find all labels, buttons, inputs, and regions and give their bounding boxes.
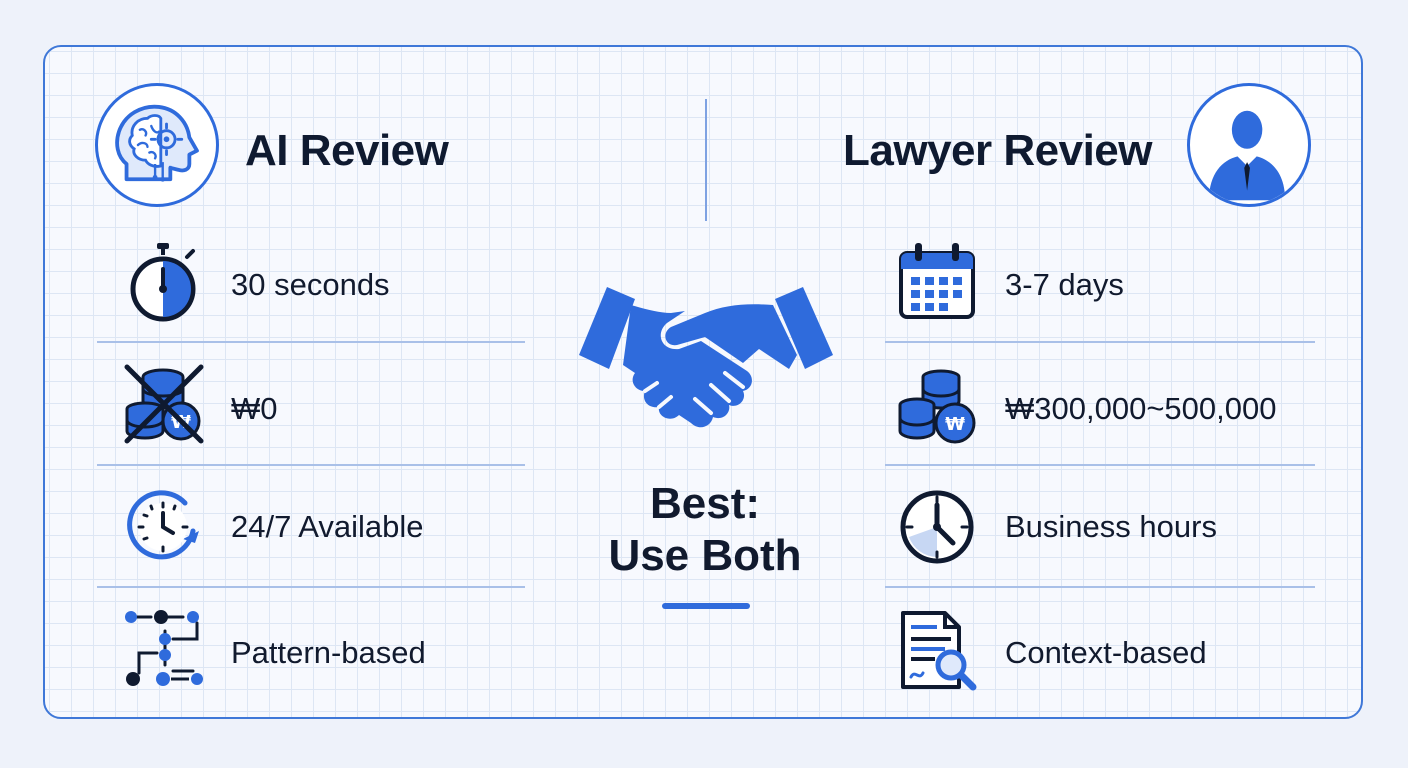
lawyer-availability-text: Business hours <box>1005 509 1217 544</box>
lawyer-row-divider-3 <box>885 586 1315 588</box>
lawyer-time-text: 3-7 days <box>1005 267 1124 302</box>
lawyer-row-divider-2 <box>885 464 1315 466</box>
header-divider <box>705 99 707 221</box>
crossed-coins-icon: ₩ <box>121 361 205 445</box>
lawyer-method-text: Context-based <box>1005 635 1207 670</box>
document-search-icon <box>895 607 979 691</box>
pattern-nodes-icon <box>121 607 205 691</box>
clock-icon <box>895 483 979 567</box>
comparison-card: AI Review Lawyer Review 30 seconds <box>43 45 1363 719</box>
ai-row-divider-1 <box>97 341 525 343</box>
handshake-icon <box>575 283 837 453</box>
ai-time-text: 30 seconds <box>231 267 390 302</box>
lawyer-row-divider-1 <box>885 341 1315 343</box>
coins-won-icon: ₩ <box>895 363 979 447</box>
ai-cost-text: ₩0 <box>231 391 278 426</box>
ai-review-title: AI Review <box>245 126 449 175</box>
clock-refresh-icon <box>121 483 205 567</box>
svg-text:₩: ₩ <box>945 414 965 435</box>
ai-method-text: Pattern-based <box>231 635 426 670</box>
ai-availability-text: 24/7 Available <box>231 509 424 544</box>
ai-row-divider-2 <box>97 464 525 466</box>
center-use-both-label: Use Both <box>608 531 802 580</box>
ai-row-divider-3 <box>97 586 525 588</box>
ai-head-icon <box>95 83 219 207</box>
center-underline <box>662 603 750 609</box>
lawyer-review-title: Lawyer Review <box>843 126 1153 175</box>
lawyer-person-icon <box>1187 83 1311 207</box>
center-best-label: Best: <box>649 479 761 528</box>
calendar-icon <box>895 239 979 323</box>
stopwatch-icon <box>121 239 205 323</box>
lawyer-cost-text: ₩300,000~500,000 <box>1005 391 1277 426</box>
